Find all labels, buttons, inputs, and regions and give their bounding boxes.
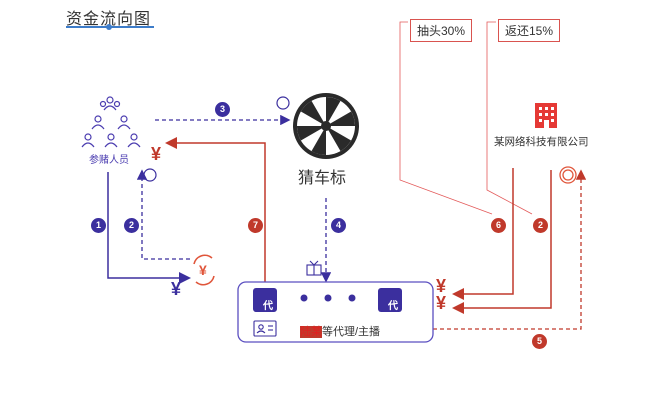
agent-name: 陆某 bbox=[300, 326, 322, 338]
yen-symbol-agent-2: ¥ bbox=[436, 293, 447, 313]
badge-3: 3 bbox=[215, 102, 230, 117]
building-icon bbox=[535, 103, 557, 128]
flow-line-5 bbox=[433, 169, 587, 330]
ellipsis-dot-1 bbox=[300, 294, 308, 302]
agent-tag-right: 代 bbox=[388, 301, 398, 312]
agent-tag-left: 代 bbox=[263, 301, 273, 312]
ellipsis-dot-2 bbox=[324, 294, 332, 302]
agent-gear-icon-left bbox=[253, 288, 277, 312]
token-icon-top bbox=[276, 96, 290, 110]
dartboard-icon bbox=[293, 93, 359, 159]
dart-game-label: 猜车标 bbox=[298, 170, 347, 187]
badge-5: 5 bbox=[532, 334, 547, 349]
participants-label: 参赌人员 bbox=[89, 155, 129, 166]
page-title: 资金流向图 bbox=[66, 11, 152, 28]
badge-7: 7 bbox=[248, 218, 263, 233]
id-card-icon bbox=[253, 320, 277, 337]
badge-4: 4 bbox=[331, 218, 346, 233]
flow-line-2 bbox=[136, 169, 190, 260]
rebate-15-label: 返还15% bbox=[498, 19, 561, 42]
coin-icon bbox=[559, 166, 577, 184]
badge-2-red: 2 bbox=[533, 218, 548, 233]
cut-30-label: 抽头30% bbox=[410, 19, 473, 42]
badge-2-blue: 2 bbox=[124, 218, 139, 233]
yen-symbol-bottom: ¥ bbox=[171, 279, 182, 299]
agent-label: 陆某等代理/主播 bbox=[300, 323, 380, 339]
company-name: 某网络科技有限公司 bbox=[494, 136, 589, 148]
flow-line-1 bbox=[107, 172, 191, 284]
gift-icon bbox=[306, 260, 322, 276]
badge-6: 6 bbox=[491, 218, 506, 233]
yen-symbol-agent-1: ¥ bbox=[436, 276, 447, 296]
agent-gear-icon-right bbox=[378, 288, 402, 312]
token-icon-left bbox=[143, 168, 157, 182]
flow-line-6 bbox=[452, 168, 514, 300]
participants-icon bbox=[81, 96, 141, 148]
ellipsis-dot-3 bbox=[348, 294, 356, 302]
callout-30-line bbox=[399, 21, 493, 215]
exchange-icon bbox=[193, 254, 215, 286]
badge-1: 1 bbox=[91, 218, 106, 233]
agent-rest: 等代理/主播 bbox=[322, 326, 381, 338]
callout-15-line bbox=[486, 21, 533, 215]
flow-line-7 bbox=[165, 137, 266, 283]
yen-exchange-symbol: ¥ bbox=[199, 262, 207, 278]
yen-symbol-top: ¥ bbox=[151, 144, 162, 164]
title-dot bbox=[106, 24, 112, 30]
flow-line-2-red bbox=[452, 170, 552, 314]
